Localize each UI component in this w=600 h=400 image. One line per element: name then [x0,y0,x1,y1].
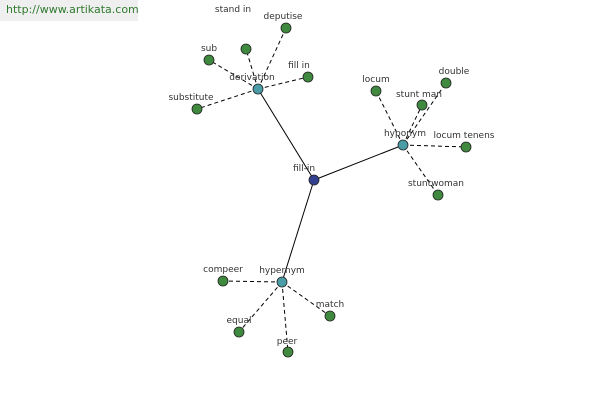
word-label-stand-in: stand in [215,5,251,15]
word-label-compeer: compeer [203,265,243,275]
edge-hypernym-compeer [222,280,283,283]
word-node-sub[interactable] [203,54,215,66]
word-node-substitute[interactable] [191,103,203,115]
relation-node-hyponym[interactable] [397,139,409,151]
word-node-compeer[interactable] [217,275,229,287]
word-label-deputise: deputise [264,12,303,22]
word-label-stuntwoman: stuntwoman [408,179,464,189]
word-label-substitute: substitute [168,93,214,103]
relation-label-derivation: derivation [229,73,275,83]
word-label-locum-tenens: locum tenens [434,131,495,141]
edge-center-hypernym [281,179,315,283]
word-node-double[interactable] [440,77,452,89]
word-node-stunt-man[interactable] [416,99,428,111]
site-url-link[interactable]: http://www.artikata.com [6,3,139,16]
word-node-peer[interactable] [282,346,294,358]
word-node-locum[interactable] [370,85,382,97]
edge-hyponym-stuntwoman [402,144,439,196]
word-label-sub: sub [201,44,217,54]
word-node-locum-tenens[interactable] [460,141,472,153]
relation-label-hypernym: hypernym [259,266,305,276]
word-label-stunt-man: stunt man [396,90,442,100]
word-label-peer: peer [277,337,298,347]
edge-hypernym-equal [238,281,283,333]
word-label-locum: locum [362,75,389,85]
word-node-match[interactable] [324,310,336,322]
edge-derivation-sub [208,59,259,90]
edge-derivation-fill-in [257,76,309,90]
word-label-equal: equal [227,316,252,326]
word-label-fill-in: fill in [288,61,310,71]
relation-label-hyponym: hyponym [384,129,426,139]
edge-hyponym-locum-tenens [402,144,467,148]
word-node-deputise[interactable] [280,22,292,34]
relation-node-hypernym[interactable] [276,276,288,288]
edge-center-hyponym [313,144,404,181]
word-node-fill-in[interactable] [302,71,314,83]
center-node-fill-in[interactable] [308,174,320,186]
center-node-label: fill-in [293,164,315,174]
word-node-stuntwoman[interactable] [432,189,444,201]
site-banner: http://www.artikata.com [0,0,139,21]
edge-hypernym-match [281,281,331,317]
word-label-double: double [439,67,470,77]
edge-derivation-substitute [196,88,259,110]
edge-derivation-stand-in [245,48,259,90]
word-node-equal[interactable] [233,326,245,338]
word-label-match: match [316,300,344,310]
edge-hypernym-peer [281,281,289,353]
edge-center-derivation [257,88,315,181]
relation-node-derivation[interactable] [252,83,264,95]
word-node-stand-in[interactable] [240,43,252,55]
edge-hyponym-locum [375,90,404,146]
edge-hyponym-double [402,82,447,146]
edge-hyponym-stunt-man [402,104,423,146]
